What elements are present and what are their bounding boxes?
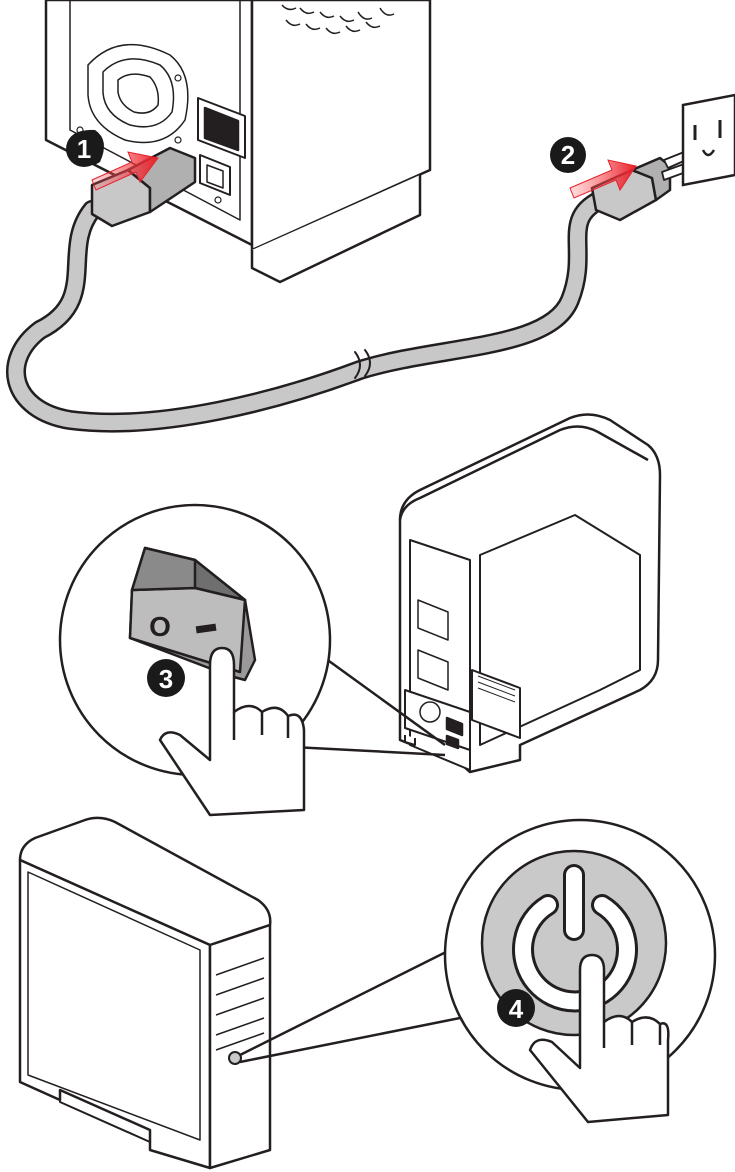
step-number-4: 4 [509,994,524,1024]
switch-zoom-circle: O 3 [60,505,330,815]
step-badge-2: 2 [550,137,586,173]
power-button-zoom-circle: 4 [445,820,715,1122]
switch-off-label: O [149,611,171,642]
step-number-1: 1 [77,134,91,164]
case-power-button[interactable] [229,1052,241,1064]
pc-tower-front [20,818,270,1168]
wall-outlet [683,95,735,185]
us-plug [592,152,686,220]
psu-rear-illustration [46,0,430,282]
step-badge-3: 3 [147,659,185,697]
step-number-2: 2 [561,140,575,170]
step-number-3: 3 [159,664,173,694]
pc-case-rear [400,414,660,772]
step-badge-4: 4 [497,989,535,1027]
